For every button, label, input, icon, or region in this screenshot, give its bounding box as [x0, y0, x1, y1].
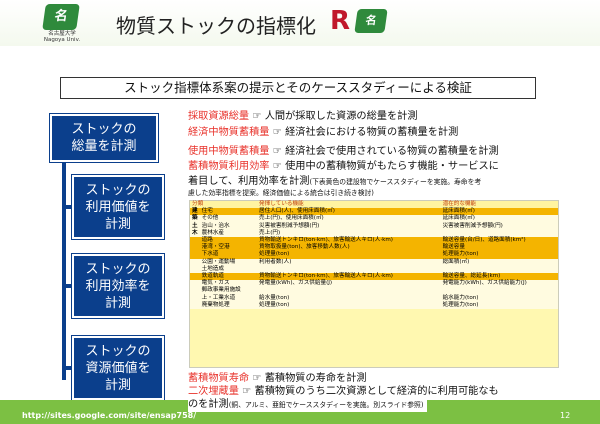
slide-title: 物質ストックの指標化: [116, 14, 316, 38]
table-cell-cat: [190, 273, 200, 281]
table-cell-active: 発電量(kWh)、ガス供給量(J): [257, 280, 441, 288]
table-cell-name: 土地造成: [199, 265, 258, 274]
table-cell-potential: 輸送容量: [440, 244, 558, 252]
table-cell-cat: 築: [190, 215, 200, 223]
table-row: 公園・運動場利用者数(人)総面積(㎡): [190, 258, 558, 266]
indicator-line-3: 使用中物質蓄積量 ☞ 経済社会で使用されている物質の蓄積量を計測: [188, 146, 499, 157]
table-cell-active: 給水量(ton): [257, 294, 441, 302]
table-row: 築その他売上(円)、使用床面積(㎡)延床面積(㎡): [190, 215, 558, 223]
table-row: 上・工業水道給水量(ton)給水能力(ton): [190, 294, 558, 302]
indicator-line-4: 蓄積物質利用効率 ☞ 使用中の蓄積物質がもたらす機能・サービスに: [188, 161, 499, 172]
table-cell-active: 売上(円): [257, 229, 441, 238]
table-cell-cat: [190, 251, 200, 259]
indicator-line-2: 経済中物質蓄積量 ☞ 経済社会における物質の蓄積量を計測: [188, 127, 459, 138]
table-row: 鉄道軌道貨物輸送トンキロ(ton·km)、旅客輸送人キロ(人·km)輸送容量、総…: [190, 273, 558, 281]
subtitle-box: ストック指標体系案の提示とそのケーススタディーによる検証: [60, 77, 536, 99]
table-row: 港湾・空港貨物取扱量(ton)、旅客移動人数(人)輸送容量: [190, 244, 558, 252]
function-table: 分類 発揮している機能 潜在的な機能 建住宅居住人口(人)、使用床面積(㎡)延床…: [189, 200, 559, 368]
table-row: 廃棄物処理処理量(ton)処理能力(ton): [190, 301, 558, 310]
table-row: 郵政事業用施設: [190, 287, 558, 295]
table-cell-cat: [190, 287, 200, 295]
table-cell-name: 港湾・空港: [199, 244, 258, 252]
box-usage-value: ストックの利用価値を計測: [72, 175, 164, 239]
r-brand-logo: R: [330, 6, 351, 36]
indicator-line-7: 蓄積物質寿命 ☞ 蓄積物質の寿命を計測: [188, 373, 367, 384]
page-number: 12: [560, 411, 571, 420]
indicator-line-5: 着目して、利用効率を計測(下表黄色の建設物でケーススタディーを実施。寿命を考: [188, 176, 482, 187]
table-row: 木農林水産売上(円): [190, 229, 558, 238]
table-cell-name: 住宅: [199, 208, 258, 216]
indicator-line-1: 採取資源総量 ☞ 人間が採取した資源の総量を計測: [188, 111, 418, 122]
table-cell-cat: [190, 294, 200, 302]
table-cell-cat: [190, 237, 200, 245]
table-cell-potential: [440, 265, 558, 274]
table-cell-potential: 災害被害削減予想額(円): [440, 222, 558, 230]
table-cell-active: 処理量(ton): [257, 251, 441, 259]
logo-text: 名古屋大学 Nagoya Univ.: [43, 31, 81, 43]
small-logo: 名: [354, 9, 388, 33]
table-cell-active: 貨物輸送トンキロ(ton·km)、旅客輸送人キロ(人·km): [257, 273, 441, 281]
table-row: 下水道処理量(ton)処理能力(ton): [190, 251, 558, 259]
table-cell-cat: [190, 301, 200, 310]
table-cell-potential: 処理能力(ton): [440, 301, 558, 310]
footer-url-link[interactable]: http://sites.google.com/site/ensap758/: [22, 411, 197, 420]
table-row: 電気・ガス発電量(kWh)、ガス供給量(J)発電能力(kWh)、ガス供給能力(J…: [190, 280, 558, 288]
table-cell-active: 貨物輸送トンキロ(ton·km)、旅客輸送人キロ(人·km): [257, 237, 441, 245]
header-bar: [0, 0, 600, 46]
table-cell-name: 公園・運動場: [199, 258, 258, 266]
box-resource-value: ストックの資源価値を計測: [72, 336, 164, 400]
table-cell-name: 下水道: [199, 251, 258, 259]
table-cell-name: 鉄道軌道: [199, 273, 258, 281]
table-cell-name: 道路: [199, 237, 258, 245]
logo-mark: 名: [42, 4, 80, 30]
table-cell-name: 郵政事業用施設: [199, 287, 258, 295]
table-row: 建住宅居住人口(人)、使用床面積(㎡)延床面積(㎡): [190, 208, 558, 216]
table-row: 道路貨物輸送トンキロ(ton·km)、旅客輸送人キロ(人·km)輸送容量(台/日…: [190, 237, 558, 245]
table-cell-cat: 建: [190, 208, 200, 216]
table-cell-name: 治山・治水: [199, 222, 258, 230]
indicator-line-9: のを計測(銅、アルミ、亜鉛でケーススタディーを実施。別スライド参照): [188, 398, 428, 412]
table-cell-potential: 発電能力(kWh)、ガス供給能力(J): [440, 280, 558, 288]
connector-vertical: [62, 162, 66, 380]
table-cell-active: 災害被害削減予想額(円): [257, 222, 441, 230]
table-cell-potential: 給水能力(ton): [440, 294, 558, 302]
box-usage-efficiency: ストックの利用効率を計測: [72, 254, 164, 318]
table-cell-name: 農林水産: [199, 229, 258, 238]
table-cell-active: [257, 265, 441, 274]
table-cell-name: 電気・ガス: [199, 280, 258, 288]
table-cell-name: その他: [199, 215, 258, 223]
table-cell-cat: [190, 280, 200, 288]
table-cell-cat: 木: [190, 229, 200, 238]
table-cell-active: [257, 287, 441, 295]
table-cell-cat: 土: [190, 222, 200, 230]
university-logo: 名 名古屋大学 Nagoya Univ.: [40, 4, 84, 50]
table-cell-active: 居住人口(人)、使用床面積(㎡): [257, 208, 441, 216]
connector-h2: [62, 284, 74, 288]
table-cell-cat: [190, 244, 200, 252]
table-row: 土地造成: [190, 265, 558, 274]
table-cell-cat: [190, 265, 200, 274]
table-cell-potential: 総面積(㎡): [440, 258, 558, 266]
indicator-line-6: 慮した効率指標を提案。経済価値による統合は引き続き検討): [188, 189, 374, 197]
table-cell-active: 貨物取扱量(ton)、旅客移動人数(人): [257, 244, 441, 252]
table-cell-active: 利用者数(人): [257, 258, 441, 266]
table-cell-cat: [190, 258, 200, 266]
table-cell-potential: 延床面積(㎡): [440, 208, 558, 216]
indicator-line-8: 二次埋蔵量 ☞ 蓄積物質のうち二次資源として経済的に利用可能なも: [188, 386, 499, 397]
table-cell-name: 上・工業水道: [199, 294, 258, 302]
table-cell-name: 廃棄物処理: [199, 301, 258, 310]
table-cell-potential: [440, 229, 558, 238]
table-cell-active: 処理量(ton): [257, 301, 441, 310]
table-cell-potential: 輸送容量、総延長(km): [440, 273, 558, 281]
table-header-row: 分類 発揮している機能 潜在的な機能: [190, 201, 558, 209]
table-cell-potential: 輸送容量(台/日)、道路面積(km²): [440, 237, 558, 245]
connector-h3: [62, 366, 74, 370]
table-row: 土治山・治水災害被害削減予想額(円)災害被害削減予想額(円): [190, 222, 558, 230]
table-cell-active: 売上(円)、使用床面積(㎡): [257, 215, 441, 223]
table-cell-potential: 延床面積(㎡): [440, 215, 558, 223]
connector-h1: [62, 205, 74, 209]
box-total-stock: ストックの総量を計測: [50, 114, 158, 162]
table-cell-potential: [440, 287, 558, 295]
table-cell-potential: 処理能力(ton): [440, 251, 558, 259]
